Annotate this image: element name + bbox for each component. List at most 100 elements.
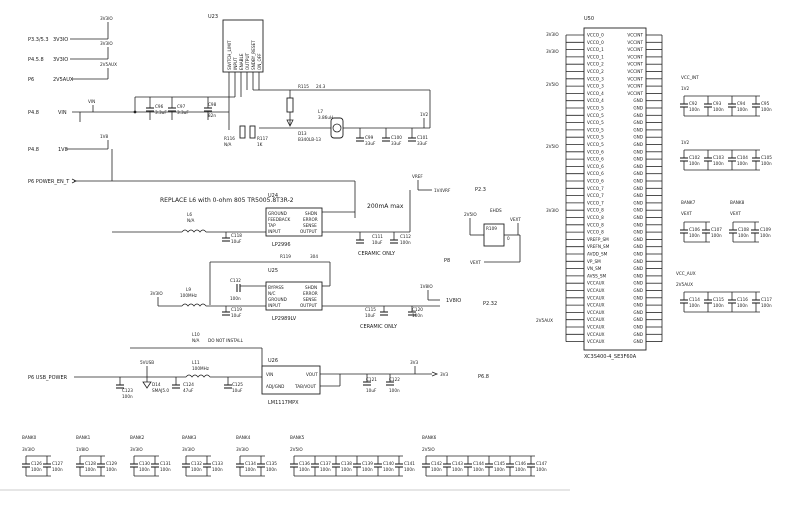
c115-u25-ref: C115 [365,307,376,312]
u50-right-pin: GND [633,149,643,154]
u26-ref: U26 [268,358,278,364]
u50-left-pin: VCCO_5 [587,106,604,111]
u50-left-pin: VCCO_6 [587,149,604,154]
ceramic-only-note: CERAMIC ONLY [358,251,396,257]
u50-left-pin: VCCO_5 [587,142,604,147]
u50-right-pin: VCCINT [627,54,643,59]
l10-ref: L10 [192,332,200,337]
u50-left-pin: VCCO_2 [587,69,604,74]
vref-flag: VREF [412,174,423,179]
net-label-p4-1v8: P4.8 [28,147,39,153]
rail-3v3-flag: 3V3 [410,360,419,365]
page-ref-p68: P6.8 [478,374,489,380]
net-label-power-en: P6 POWER_EN_T [28,179,70,185]
cap-ref: C126 [31,461,42,466]
cap-ref: C131 [160,461,171,466]
cap-val: 100n [689,303,700,308]
u50-right-pin: GND [633,142,643,147]
cap-val: 100n [689,161,700,166]
u50-right-pin: VCCINT [627,40,643,45]
c120-val: 100n [412,313,423,318]
u25-pin-ground: GROUND [268,297,287,302]
vcc-int2-rail: 1V2 [681,140,690,145]
u24-part: LP2996 [272,242,291,248]
vext-zero: 0 [507,236,510,241]
cap-ref: C92 [689,101,698,106]
cap-ref: C109 [760,227,771,232]
cap-ref: C104 [737,155,748,160]
bank-title: BANK3 [182,435,197,440]
c120-ref: C120 [412,307,423,312]
u50-right-pin: GND [633,222,643,227]
u50-right-pin: GND [633,120,643,125]
u24-pin-feedback: FEEDBACK [268,217,291,222]
u50-right-pin: GND [633,288,643,293]
u50-right-pin: VCCINT [627,62,643,67]
vext-net-label: VEXT [470,260,481,265]
cap-ref: C143 [452,461,463,466]
bank8-rail: VEXT [730,211,741,216]
bank-rail: 1V8IO [76,447,89,452]
u50-left-pin: VCCO_4 [587,91,604,96]
u50-right-pin: VCCINT [627,84,643,89]
bank-title: BANK0 [22,435,37,440]
c118-ref: C118 [231,233,242,238]
u25-ref: U25 [268,268,278,274]
cap-ref: C106 [689,227,700,232]
u50-right-pin: VCCINT [627,47,643,52]
out-3v3-label: 3V3 [440,372,449,377]
cap-ref: C134 [245,461,256,466]
u50-right-pin: GND [633,98,643,103]
u50-left-pin: VCCO_1 [587,47,604,52]
u50-right-pin: GND [633,266,643,271]
out-1v8io-label: 1V8IO [446,298,461,304]
c111-val: 10uF [372,240,383,245]
u50-part: XC3S400-4_SE3F60A [584,354,637,360]
cap-val: 100n [341,467,352,472]
cap-val: 100n [761,303,772,308]
u26-body [261,365,321,395]
u23-pin-2: INPUT [233,57,238,70]
u50-right-pin: GND [633,215,643,220]
cap-ref: C130 [139,461,150,466]
cap-val: 100n [738,233,749,238]
cap-ref: C93 [713,101,722,106]
rail-flag-3v3io-a: 3V3IO [100,16,113,21]
u50-rail-3: 2V5IO [546,82,559,87]
u50-right-pin: GND [633,252,643,257]
u26-pin-tabvout: TAB/VOUT [294,384,317,389]
cap-ref: C141 [404,461,415,466]
u25-body [265,281,323,311]
u50-right-pin: VCCINT [627,91,643,96]
net-label-p6: P6 [28,77,34,83]
rail-flag-1v8: 1V8 [100,134,109,139]
cap-ref: C117 [761,297,772,302]
u50-left-pin: VCCAUX [587,288,605,293]
vcc-int-title: VCC_INT [681,75,699,80]
bank-rail: 3V3IO [236,447,249,452]
cap-ref: C140 [383,461,394,466]
u50-left-pin: VCCO_3 [587,76,604,81]
l6-ref: L6 [187,212,192,217]
r115-ref: R115 [298,84,309,89]
cap-val: 100n [737,303,748,308]
c118-val: 10uF [231,239,242,244]
rail-5vusb: 5VUSB [140,360,154,365]
u24-pin-ground: GROUND [268,211,287,216]
u23-pin-5: SNDBY_RESET [251,40,256,70]
u50-right-pin: GND [633,127,643,132]
cap-ref: C147 [536,461,547,466]
u23-pin-1: SWITCH_LIMIT [227,40,232,70]
cap-val: 100n [299,467,310,472]
c124-ref: C124 [183,382,194,387]
l6-val: N/A [187,218,195,223]
c111-ref: C111 [372,234,383,239]
c99-val: 33uF [365,141,376,146]
cap-val: 100n [713,303,724,308]
u25-pin-input: INPUT [268,303,281,308]
